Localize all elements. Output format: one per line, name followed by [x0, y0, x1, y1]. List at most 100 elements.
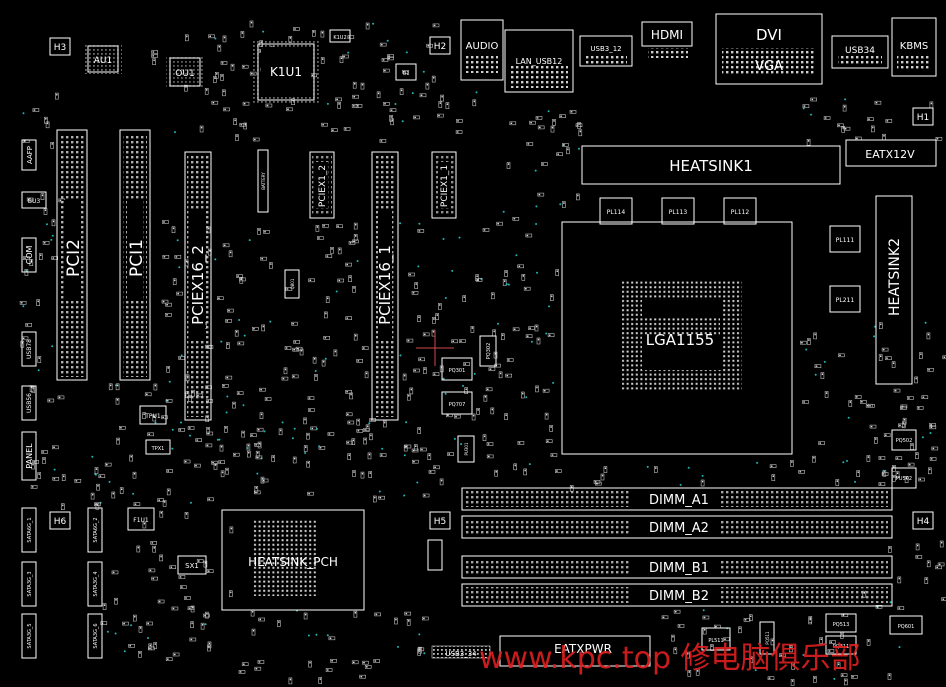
- dimm-b2[interactable]: DIMM_B2: [461, 583, 893, 607]
- chip-au1[interactable]: AU1: [84, 44, 122, 74]
- pciex16-1-label: PCIEX16_1: [376, 245, 395, 325]
- header-sata-2[interactable]: SATA6G_2: [87, 507, 103, 553]
- usb3-12-label: USB3_12: [590, 45, 621, 53]
- pci2-label: PCI2: [64, 239, 84, 277]
- dimm-a1[interactable]: DIMM_A1: [461, 487, 893, 511]
- chip-tpu1[interactable]: TPU1: [139, 405, 167, 425]
- dimm-a2[interactable]: DIMM_A2: [461, 515, 893, 539]
- audio-label: AUDIO: [466, 41, 499, 52]
- eatx12v-connector[interactable]: EATX12V: [845, 139, 937, 167]
- svg-text:PQ601: PQ601: [898, 624, 915, 630]
- svg-text:PQ513: PQ513: [833, 622, 850, 628]
- eatxpwr-connector[interactable]: EATXPWR: [499, 635, 651, 667]
- part-pl511: PL511: [701, 627, 731, 651]
- part-pq502: PQ502: [891, 429, 917, 451]
- kbms-label: KBMS: [900, 41, 928, 52]
- header-panel[interactable]: PANEL: [21, 431, 37, 481]
- pciex1-2-label: PCIEX1_2: [318, 165, 328, 207]
- mount-hole-h3: H3: [49, 37, 71, 56]
- chip-k1u1[interactable]: K1U1: [253, 40, 319, 104]
- svg-text:PL111: PL111: [836, 237, 855, 244]
- header-aafp[interactable]: AAFP: [21, 139, 37, 171]
- slot-pciex1-2[interactable]: PCIEX1_2: [309, 151, 335, 219]
- hdmi-connector[interactable]: HDMI: [641, 21, 693, 58]
- crosshair-cursor-icon: [416, 330, 454, 366]
- svg-text:SATA3G_3: SATA3G_3: [27, 571, 33, 596]
- mount-hole-h6: H6: [49, 511, 71, 530]
- vga-label: VGA: [755, 59, 783, 74]
- u1-label: U1: [403, 71, 410, 77]
- svg-text:PQ707: PQ707: [449, 402, 466, 408]
- chip-k1u2[interactable]: K1U2: [329, 29, 351, 43]
- audio-connector[interactable]: AUDIO: [460, 19, 504, 81]
- dimm-b2-label: DIMM_B2: [649, 589, 709, 604]
- header-sata-6[interactable]: SATA3G_6: [87, 613, 103, 659]
- power-stage-pl211: PL211: [829, 285, 861, 313]
- header-usb56[interactable]: USB56: [21, 385, 37, 421]
- header-sata-5[interactable]: SATA3G_5: [21, 613, 37, 659]
- svg-text:PL114: PL114: [607, 209, 626, 216]
- header-com[interactable]: COM: [21, 237, 37, 273]
- pciex16-2-label: PCIEX16_2: [189, 245, 208, 325]
- slot-pci2[interactable]: PCI2: [56, 129, 88, 381]
- header-usb78[interactable]: USB78: [21, 331, 37, 367]
- au1-label: AU1: [94, 56, 112, 66]
- header-sata-4[interactable]: SATA3G_4: [87, 561, 103, 607]
- usb3-12-connector[interactable]: USB3_12: [579, 35, 633, 67]
- header-sata-3[interactable]: SATA3G_3: [21, 561, 37, 607]
- svg-text:BU3: BU3: [28, 198, 41, 205]
- cpu-socket-lga1155[interactable]: LGA1155: [561, 221, 793, 455]
- svg-text:SX1: SX1: [185, 562, 199, 570]
- slot-pciex1-1[interactable]: PCIEX1_1: [431, 151, 457, 219]
- header-bu3[interactable]: BU3: [21, 191, 47, 209]
- chip-tpx1[interactable]: TPX1: [145, 439, 171, 455]
- chip-ou1[interactable]: OU1: [166, 55, 204, 89]
- dvi-vga-connector[interactable]: DVI VGA: [715, 13, 823, 85]
- svg-text:Q801: Q801: [290, 278, 295, 289]
- slot-pciex16-1[interactable]: PCIEX16_1: [371, 151, 399, 421]
- usb34-connector[interactable]: USB34: [831, 35, 889, 69]
- part-pq301: PQ301: [441, 357, 473, 381]
- svg-text:PQ502: PQ502: [896, 438, 913, 444]
- heatsink-pch-label: HEATSINK_PCH: [248, 555, 338, 569]
- svg-text:PL113: PL113: [669, 209, 688, 216]
- svg-text:PQ311: PQ311: [833, 644, 850, 650]
- svg-text:SATA3G_5: SATA3G_5: [27, 623, 33, 648]
- heatsink1: HEATSINK1: [581, 145, 841, 185]
- part-pq302: PQ302: [479, 335, 497, 367]
- power-stage-pl113: PL113: [661, 197, 695, 225]
- scattered-components: [19, 20, 946, 686]
- lan-usb12-connector[interactable]: LAN_USB12: [504, 29, 574, 93]
- svg-text:PQ301: PQ301: [449, 368, 466, 374]
- power-stage-pl114: PL114: [599, 197, 633, 225]
- part-pq601: PQ601: [889, 615, 923, 635]
- svg-text:SATA6G_1: SATA6G_1: [27, 517, 33, 542]
- header-sata-1[interactable]: SATA6G_1: [21, 507, 37, 553]
- svg-text:PL511: PL511: [708, 638, 723, 644]
- slot-pciex16-2[interactable]: PCIEX16_2: [184, 151, 212, 421]
- power-stage-pl112: PL112: [723, 197, 757, 225]
- mount-hole-h4: H4: [912, 511, 934, 530]
- dimm-b1[interactable]: DIMM_B1: [461, 555, 893, 579]
- svg-text:USB56: USB56: [26, 393, 33, 413]
- chip-u1[interactable]: U1: [395, 63, 417, 81]
- svg-text:PQ302: PQ302: [486, 343, 492, 360]
- dvi-label: DVI: [756, 26, 782, 44]
- svg-text:H1: H1: [917, 113, 930, 123]
- chip-sx1[interactable]: SX1: [177, 555, 207, 575]
- lga1155-label: LGA1155: [646, 331, 714, 349]
- pci1-label: PCI1: [127, 239, 147, 277]
- usb3-34-header[interactable]: USB3_34: [431, 645, 491, 659]
- lan-usb12-label: LAN_USB12: [516, 57, 563, 66]
- kbms-connector[interactable]: KBMS: [891, 17, 937, 77]
- part-pu301: PU301: [457, 435, 475, 463]
- ou1-label: OU1: [175, 69, 194, 79]
- heatsink-pch: HEATSINK_PCH: [221, 509, 365, 611]
- chip-f1u1[interactable]: F1U1: [127, 507, 155, 531]
- svg-text:SATA3G_6: SATA3G_6: [93, 623, 99, 648]
- heatsink2-label: HEATSINK2: [887, 238, 903, 316]
- mount-hole-h5: H5: [429, 511, 451, 530]
- svg-text:PQ511: PQ511: [765, 631, 770, 645]
- slot-pci1[interactable]: PCI1: [119, 129, 151, 381]
- svg-text:H2: H2: [434, 42, 447, 52]
